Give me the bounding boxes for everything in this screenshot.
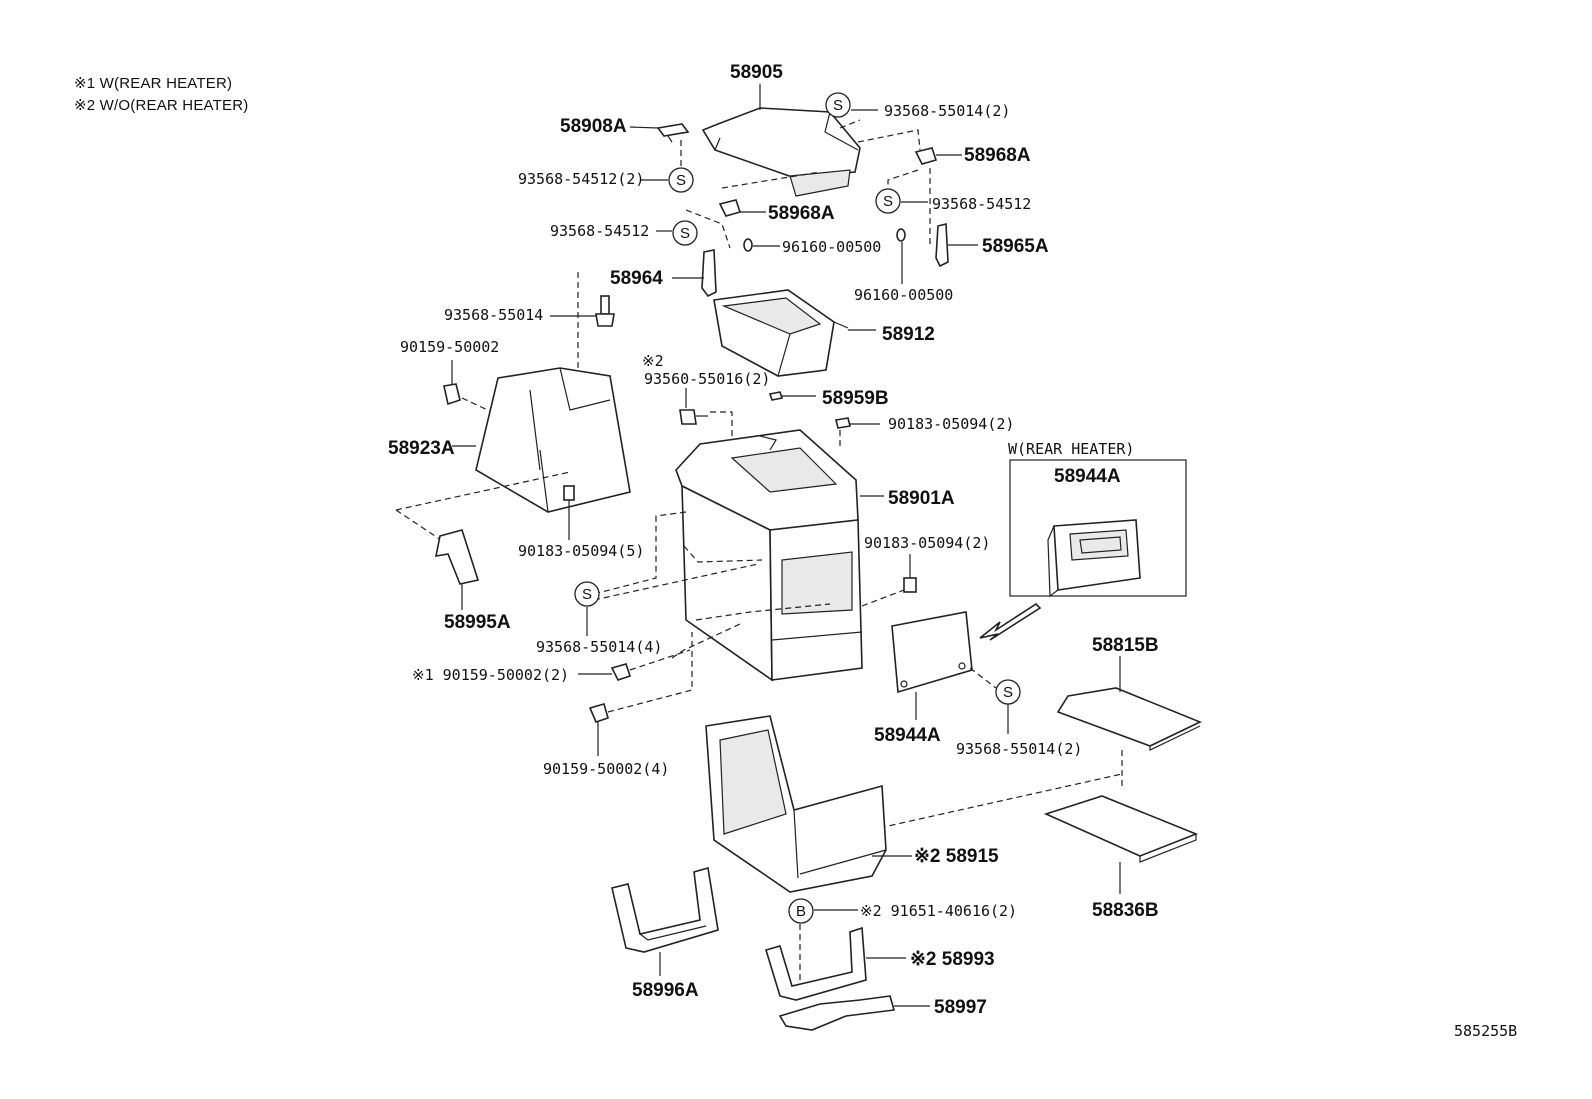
label-93568-54512-2: 93568-54512(2) bbox=[518, 170, 644, 188]
label-58968a-right: 58968A bbox=[964, 145, 1031, 166]
svg-text:S: S bbox=[1003, 684, 1013, 701]
clip-58968a-left-part bbox=[718, 199, 742, 217]
inset-part-label: 58944A bbox=[1054, 466, 1121, 487]
tray-58912-part bbox=[713, 289, 849, 377]
label-93560-55016-2: 93560-55016(2) bbox=[644, 370, 770, 388]
label-96160-00500-a: 96160-00500 bbox=[782, 238, 881, 256]
label-58901a: 58901A bbox=[888, 488, 955, 509]
bolt-93560-part bbox=[679, 409, 697, 425]
s-circle-54512-2: S bbox=[668, 167, 694, 193]
screw-96160-right-part bbox=[896, 228, 906, 242]
clip-90183-5-part bbox=[563, 485, 575, 501]
label-58923a: 58923A bbox=[388, 438, 455, 459]
s-circle-54512-right: S bbox=[875, 188, 901, 214]
clip-58959b-part bbox=[768, 391, 784, 401]
inset-panel-part bbox=[1047, 519, 1141, 598]
label-93568-55014-4: 93568-55014(4) bbox=[536, 638, 662, 656]
s-circle-55014-4: S bbox=[574, 581, 600, 607]
clip-58968a-right-part bbox=[914, 147, 938, 165]
label-58836b: 58836B bbox=[1092, 900, 1159, 921]
label-96160-00500-b: 96160-00500 bbox=[854, 286, 953, 304]
label-58915: ※2 58915 bbox=[914, 846, 999, 867]
label-93568-55014: 93568-55014 bbox=[444, 306, 543, 324]
bolt-90159-2-part bbox=[610, 663, 632, 681]
label-90159-50002-4: 90159-50002(4) bbox=[543, 760, 669, 778]
clip-58908a-part bbox=[656, 123, 690, 143]
label-58965a: 58965A bbox=[982, 236, 1049, 257]
plate-58997-part bbox=[778, 995, 896, 1031]
svg-text:B: B bbox=[796, 903, 806, 920]
screw-96160-left-part bbox=[743, 238, 753, 252]
label-93568-55014-2-bot: 93568-55014(2) bbox=[956, 740, 1082, 758]
label-58964: 58964 bbox=[610, 268, 663, 289]
label-58997: 58997 bbox=[934, 997, 987, 1018]
label-58995a: 58995A bbox=[444, 612, 511, 633]
label-93568-54512-right: 93568-54512 bbox=[932, 195, 1031, 213]
label-93568-55014-2-top: 93568-55014(2) bbox=[884, 102, 1010, 120]
s-circle-55014-2-bot: S bbox=[995, 679, 1021, 705]
bracket-58993-part bbox=[764, 926, 867, 1001]
label-90183-05094-2-b: 90183-05094(2) bbox=[864, 534, 990, 552]
tray-58915-part bbox=[705, 715, 887, 893]
label-58993: ※2 58993 bbox=[910, 949, 995, 970]
label-91651-40616-2: ※2 91651-40616(2) bbox=[860, 902, 1017, 920]
bolt-90159-4-part bbox=[588, 703, 609, 723]
label-ref2: ※2 bbox=[642, 352, 664, 370]
inset-title: W(REAR HEATER) bbox=[1008, 440, 1134, 458]
svg-text:S: S bbox=[676, 172, 686, 189]
label-58908a: 58908A bbox=[560, 116, 627, 137]
clip-90183-top-part bbox=[835, 417, 851, 429]
svg-text:S: S bbox=[833, 97, 843, 114]
label-58959b: 58959B bbox=[822, 388, 889, 409]
bracket-58996a-part bbox=[611, 866, 719, 953]
bracket-58995a-part bbox=[434, 529, 480, 585]
figure-id: 585255B bbox=[1454, 1022, 1517, 1040]
clip-90183-mid-part bbox=[903, 577, 917, 593]
clip-90159-top-part bbox=[443, 383, 461, 406]
label-90183-05094-2-a: 90183-05094(2) bbox=[888, 415, 1014, 433]
note-rear-heater: ※1 W(REAR HEATER) bbox=[74, 75, 233, 92]
label-58996a: 58996A bbox=[632, 980, 699, 1001]
s-circle-top: S bbox=[825, 92, 851, 118]
label-58968a-left: 58968A bbox=[768, 203, 835, 224]
mat-58836b-part bbox=[1043, 795, 1199, 863]
inset-box bbox=[1009, 459, 1187, 597]
s-circle-54512-left: S bbox=[672, 220, 698, 246]
label-90159-50002: 90159-50002 bbox=[400, 338, 499, 356]
label-58912: 58912 bbox=[882, 324, 935, 345]
panel-58944a-part bbox=[891, 611, 973, 694]
label-58815b: 58815B bbox=[1092, 635, 1159, 656]
console-58901a-part bbox=[675, 429, 863, 682]
label-58944a: 58944A bbox=[874, 725, 941, 746]
svg-text:S: S bbox=[582, 586, 592, 603]
label-90183-05094-5: 90183-05094(5) bbox=[518, 542, 644, 560]
bolt-93568-55014-part bbox=[595, 295, 615, 327]
mat-58815b-part bbox=[1056, 687, 1202, 751]
label-58905: 58905 bbox=[730, 62, 783, 83]
svg-text:S: S bbox=[680, 225, 690, 242]
b-circle-91651: B bbox=[788, 898, 814, 924]
panel-58923a-part bbox=[475, 367, 631, 513]
label-90159-50002-2: ※1 90159-50002(2) bbox=[412, 666, 569, 684]
label-93568-54512-left: 93568-54512 bbox=[550, 222, 649, 240]
inset-arrow bbox=[979, 602, 1042, 641]
hinge-58964-part bbox=[701, 249, 717, 298]
note-no-rear-heater: ※2 W/O(REAR HEATER) bbox=[74, 97, 249, 114]
svg-text:S: S bbox=[883, 193, 893, 210]
hinge-58965a-part bbox=[935, 222, 949, 268]
armrest-lid-part bbox=[701, 107, 861, 197]
